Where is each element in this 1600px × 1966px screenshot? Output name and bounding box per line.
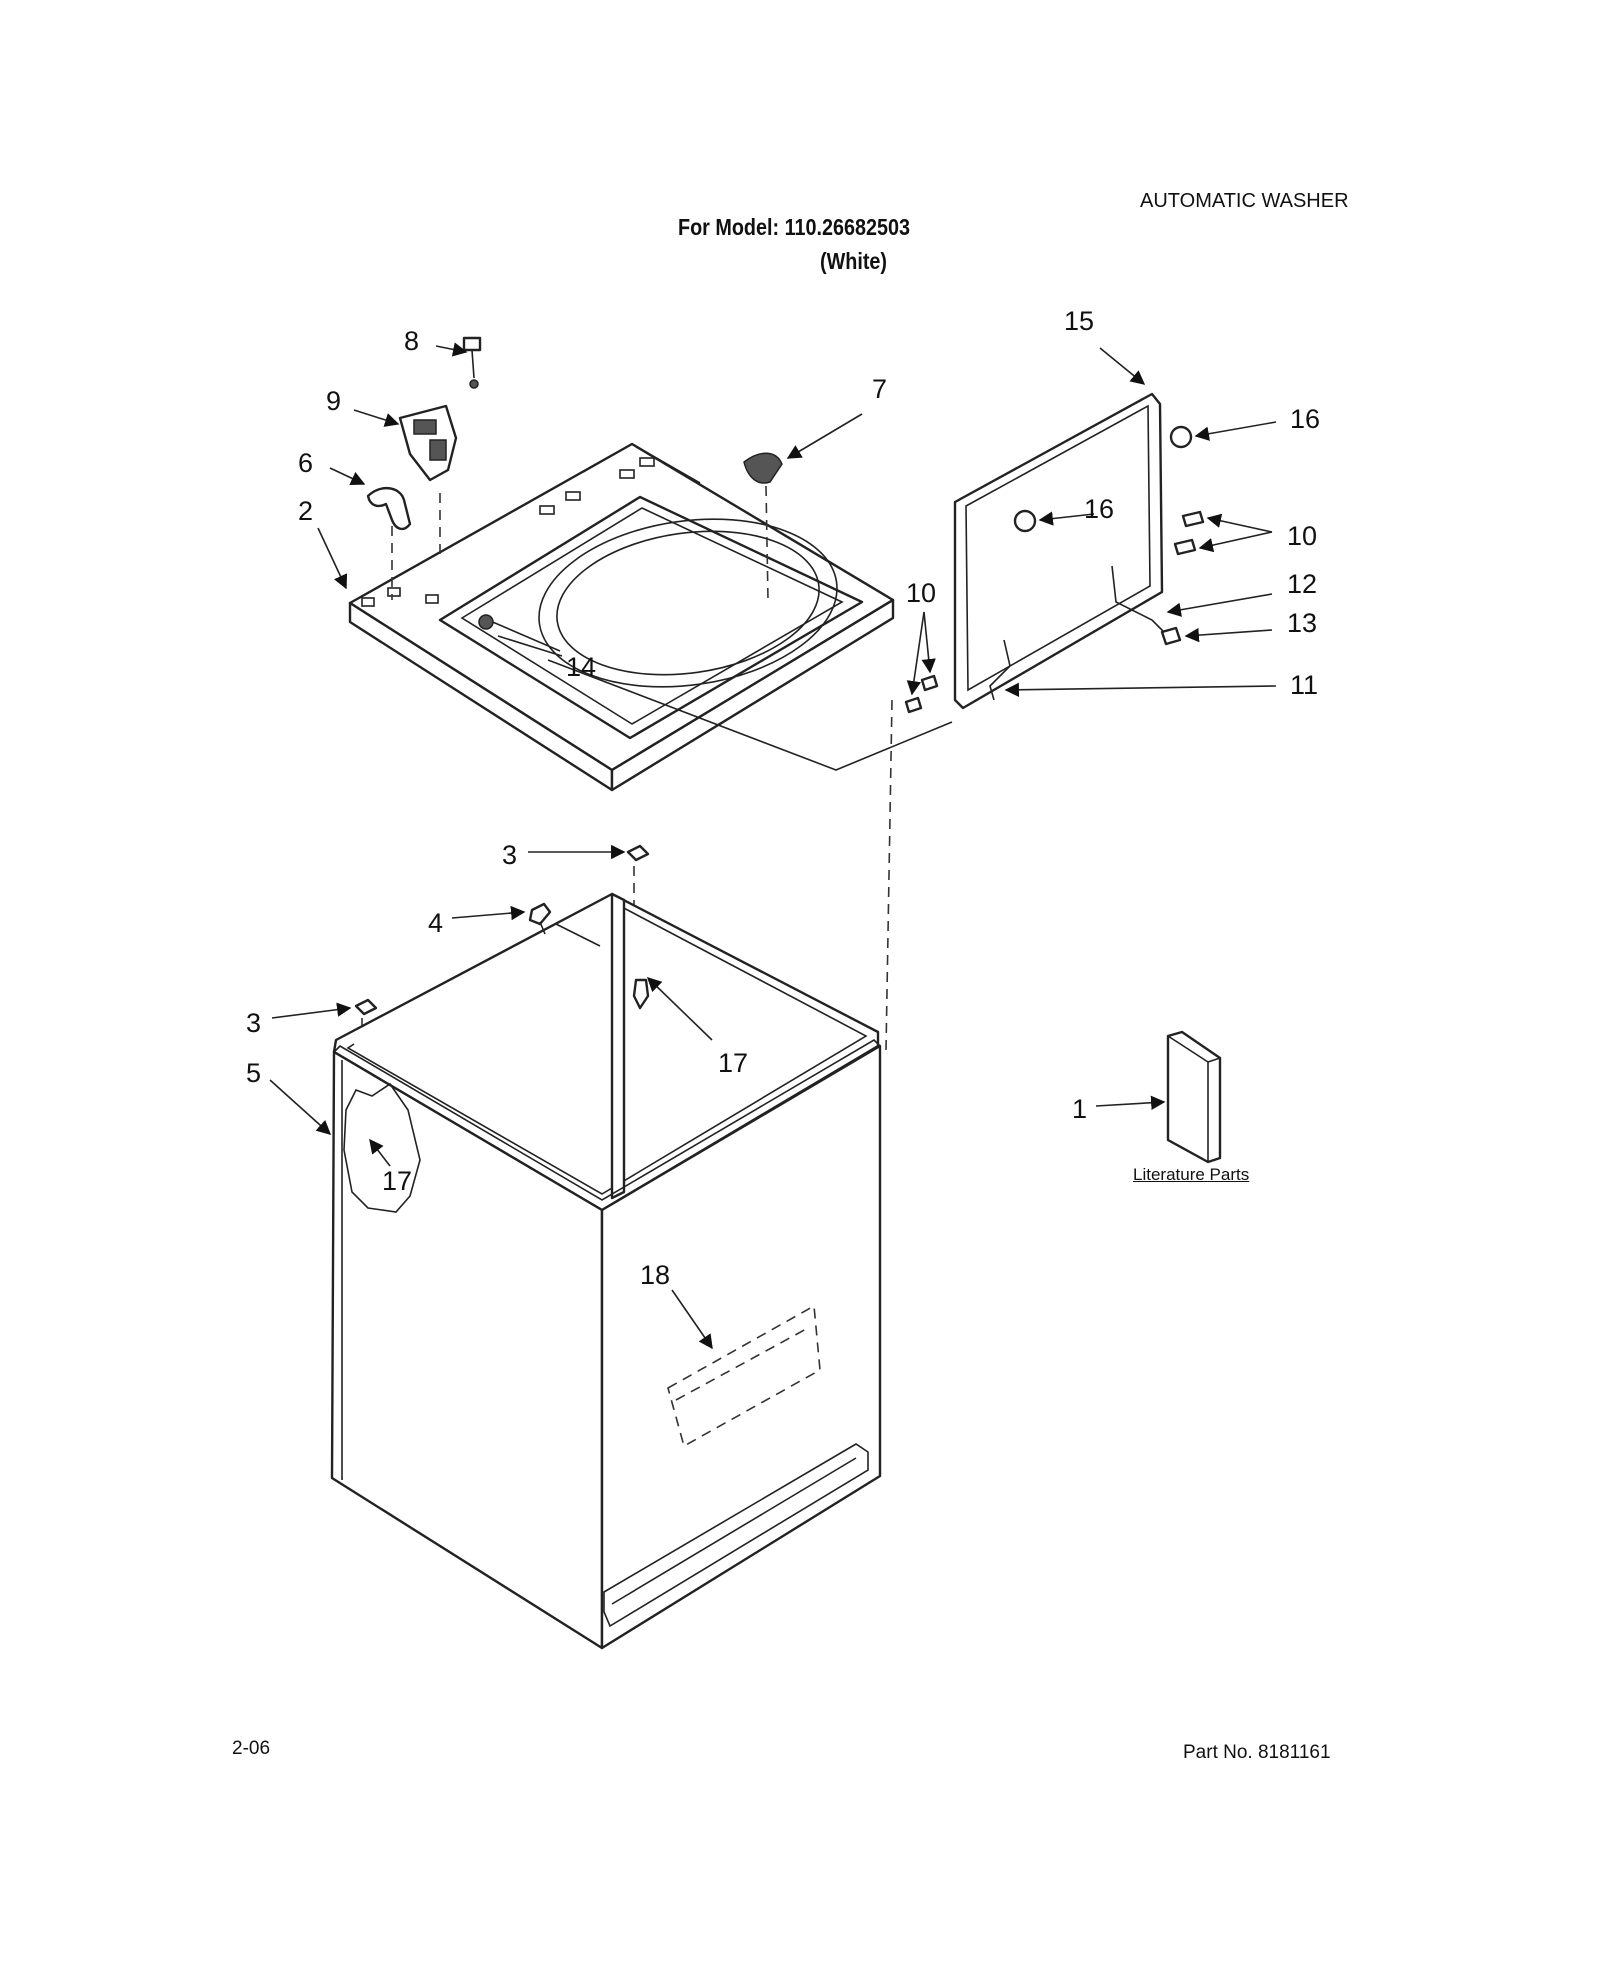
- callout-9: 9: [326, 386, 341, 416]
- callout-13: 13: [1287, 608, 1317, 638]
- callout-18: 18: [640, 1260, 670, 1290]
- callout-12: 12: [1287, 569, 1317, 599]
- lid-bumper-7-part: [743, 452, 783, 484]
- callout-10-left: 10: [906, 578, 936, 608]
- callout-11: 11: [1290, 670, 1318, 700]
- callout-8: 8: [404, 326, 419, 356]
- callout-16-right: 16: [1290, 404, 1320, 434]
- page-code: 2-06: [232, 1738, 271, 1759]
- callout-10-right: 10: [1287, 521, 1317, 551]
- leader-arrows: [269, 342, 1277, 1350]
- callout-14: 14: [566, 652, 596, 682]
- callout-5: 5: [246, 1058, 261, 1088]
- clip-3-part: [354, 844, 650, 1016]
- top-lid-part: [348, 442, 895, 792]
- callout-17-left: 17: [382, 1166, 412, 1196]
- callout-15: 15: [1064, 306, 1094, 336]
- screws-10-part: [904, 510, 1205, 714]
- lid-switch-part: [398, 404, 458, 482]
- callout-2: 2: [298, 496, 313, 526]
- screw-8-part: [462, 336, 482, 389]
- callout-4: 4: [428, 908, 443, 938]
- callout-17-right: 17: [718, 1048, 748, 1078]
- callout-3-left: 3: [246, 1008, 261, 1038]
- product-type-label: AUTOMATIC WASHER: [1140, 190, 1349, 212]
- callout-3-top: 3: [502, 840, 517, 870]
- model-number-title: For Model: 110.26682503: [678, 214, 910, 240]
- literature-book-part: [1166, 1030, 1222, 1164]
- screw-4-part: [528, 902, 552, 935]
- callout-1: 1: [1072, 1094, 1087, 1124]
- part-number: Part No. 8181161: [1183, 1742, 1331, 1763]
- callout-16-left: 16: [1084, 494, 1114, 524]
- cabinet-part: [330, 1038, 882, 1650]
- literature-parts-label: Literature Parts: [1133, 1165, 1250, 1184]
- bracket-6-part: [366, 487, 412, 531]
- model-variant-label: (White): [820, 248, 888, 274]
- callout-6: 6: [298, 448, 313, 478]
- callout-7: 7: [872, 374, 887, 404]
- hinge-wire-part: [989, 565, 1182, 701]
- washer-lid-part: [953, 392, 1164, 710]
- lid-bumper-16-part: [1013, 425, 1193, 533]
- label-18-part: [667, 1304, 821, 1448]
